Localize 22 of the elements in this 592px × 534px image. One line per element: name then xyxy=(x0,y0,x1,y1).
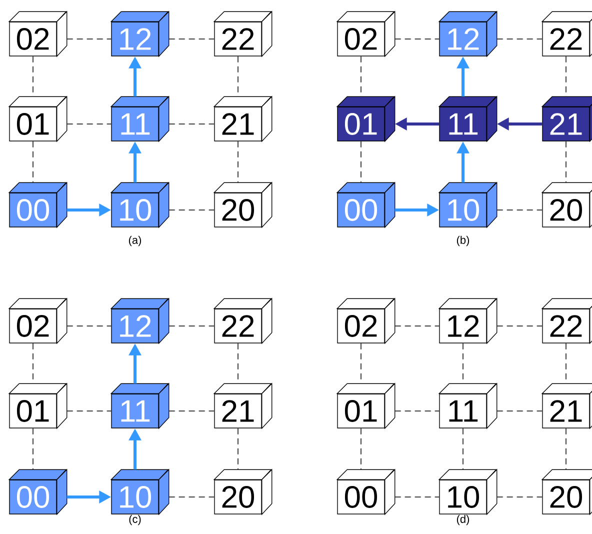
grid-line xyxy=(496,496,543,498)
grid-line xyxy=(496,209,543,210)
grid-line xyxy=(66,325,112,326)
grid-line xyxy=(66,38,112,40)
grid-line xyxy=(360,428,362,470)
grid-line xyxy=(168,209,215,210)
grid-line xyxy=(66,410,112,412)
grid-line xyxy=(394,38,440,40)
grid-line xyxy=(496,325,543,326)
grid-line xyxy=(496,38,543,40)
grid-line xyxy=(32,428,34,470)
grid-line xyxy=(360,140,362,184)
grid-line xyxy=(32,140,34,184)
grid-line xyxy=(168,410,215,412)
grid-line xyxy=(168,496,215,498)
grid-line xyxy=(168,38,215,40)
grid-line xyxy=(168,325,215,326)
grid-line xyxy=(462,428,464,470)
grid-line xyxy=(394,325,440,326)
grid-line xyxy=(394,410,440,412)
grid-line xyxy=(496,410,543,412)
grid-line xyxy=(394,496,440,498)
